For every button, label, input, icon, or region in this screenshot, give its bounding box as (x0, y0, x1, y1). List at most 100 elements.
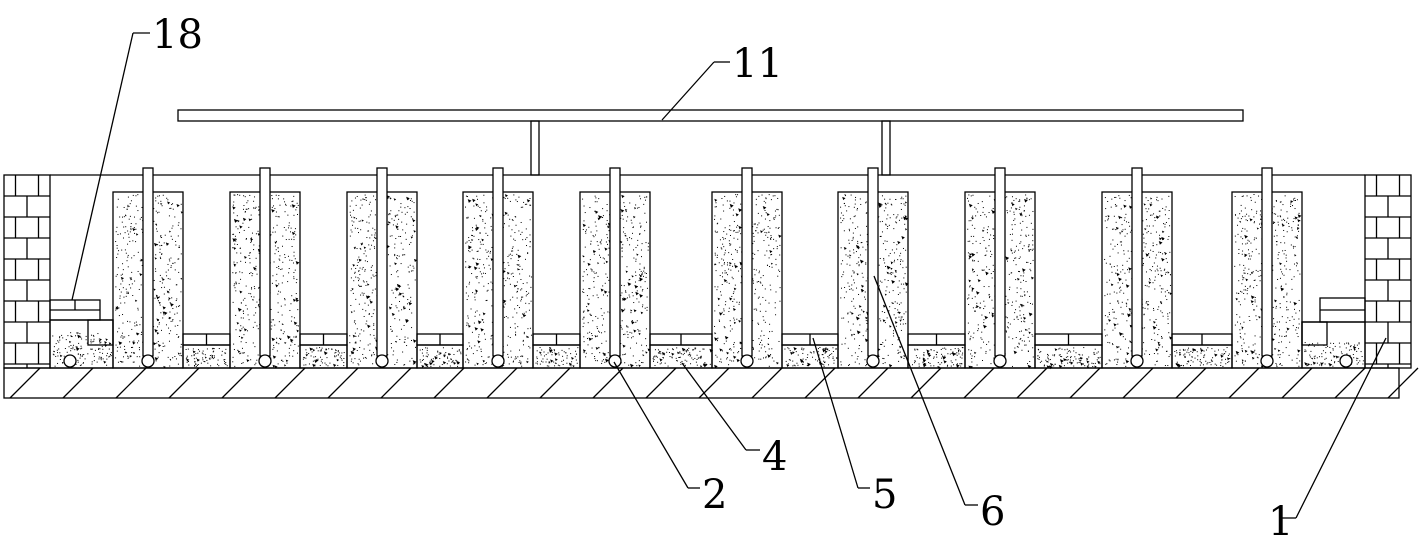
speckle (723, 246, 725, 248)
speckle (903, 277, 905, 279)
speckle (562, 363, 564, 365)
speckle (700, 365, 703, 368)
speckle (1168, 236, 1170, 238)
speckle (165, 242, 170, 246)
speckle (1126, 320, 1128, 322)
speckle (900, 302, 902, 304)
speckle (527, 328, 529, 330)
speckle (1362, 360, 1364, 362)
speckle (509, 326, 511, 328)
speckle (91, 363, 93, 365)
speckle (1308, 345, 1310, 347)
speckle (503, 351, 505, 353)
speckle (1117, 301, 1119, 303)
speckle (1040, 351, 1042, 353)
speckle (1109, 302, 1111, 304)
speckle (778, 269, 780, 271)
speckle (864, 298, 866, 300)
speckle (770, 236, 772, 238)
speckle (396, 361, 398, 363)
speckle (850, 288, 852, 290)
speckle (892, 290, 894, 292)
speckle (733, 352, 735, 354)
speckle (482, 359, 486, 363)
speckle (1118, 346, 1120, 348)
speckle (84, 358, 86, 360)
speckle (109, 354, 111, 356)
speckle (1156, 215, 1160, 219)
speckle (282, 235, 284, 237)
speckle (1128, 221, 1130, 223)
speckle (899, 351, 901, 353)
speckle (426, 349, 428, 351)
speckle (720, 247, 722, 249)
speckle (1009, 323, 1011, 325)
speckle (882, 243, 884, 245)
speckle (983, 240, 985, 242)
speckle (404, 254, 406, 256)
speckle (686, 350, 688, 352)
speckle (1144, 353, 1146, 355)
speckle (671, 356, 673, 358)
speckle (635, 271, 637, 273)
speckle (294, 231, 296, 233)
speckle (897, 349, 899, 351)
speckle (539, 363, 541, 365)
speckle (1353, 357, 1355, 359)
speckle (849, 218, 851, 220)
speckle (638, 206, 640, 208)
speckle (860, 242, 862, 244)
speckle (472, 353, 474, 355)
speckle (1126, 353, 1128, 355)
speckle (865, 249, 867, 251)
speckle (883, 358, 885, 360)
speckle (561, 360, 563, 362)
speckle (891, 344, 893, 346)
speckle (482, 218, 484, 220)
speckle (253, 200, 255, 202)
speckle (362, 294, 364, 296)
speckle (465, 242, 467, 244)
speckle (971, 224, 973, 226)
speckle (467, 266, 469, 268)
speckle (973, 332, 975, 334)
speckle (135, 228, 137, 230)
speckle (1059, 359, 1064, 364)
speckle (403, 296, 405, 298)
speckle (627, 326, 629, 328)
speckle (295, 234, 297, 236)
speckle (1037, 348, 1039, 350)
speckle (881, 220, 883, 222)
speckle (891, 249, 893, 251)
speckle (840, 217, 842, 219)
speckle (602, 215, 604, 217)
speckle (283, 198, 285, 200)
speckle (594, 358, 596, 360)
speckle (602, 294, 604, 296)
speckle (1114, 327, 1116, 329)
speckle (175, 300, 177, 302)
speckle (723, 308, 725, 310)
speckle (349, 235, 351, 237)
speckle (602, 285, 604, 287)
speckle (1031, 303, 1033, 305)
speckle (1087, 364, 1089, 366)
speckle (853, 271, 855, 273)
speckle (361, 268, 363, 270)
speckle (1023, 291, 1025, 293)
speckle (419, 359, 421, 361)
speckle (465, 292, 467, 294)
speckle (130, 227, 132, 229)
speckle (593, 236, 595, 238)
speckle (725, 301, 727, 303)
speckle (728, 252, 730, 254)
speckle (122, 356, 124, 358)
speckle (1166, 299, 1168, 301)
speckle (155, 223, 157, 225)
speckle (787, 363, 789, 365)
speckle (159, 256, 161, 258)
speckle (602, 216, 604, 218)
speckle (58, 348, 60, 350)
speckle (927, 358, 929, 360)
speckle (175, 240, 177, 242)
